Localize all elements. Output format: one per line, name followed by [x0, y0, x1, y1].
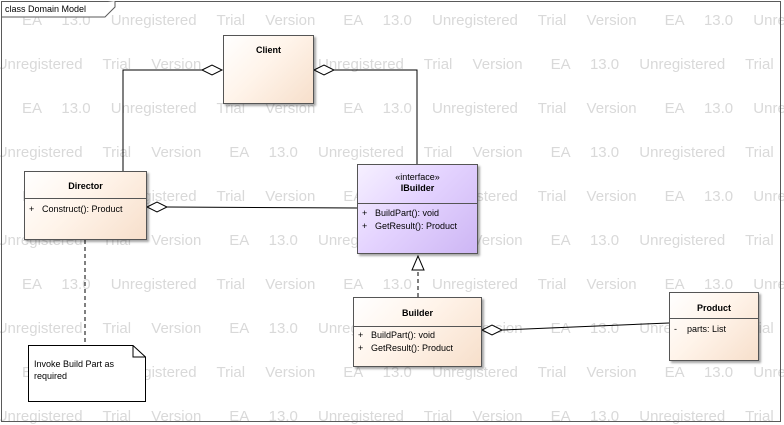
class-product[interactable]: Product -parts: List [669, 292, 759, 361]
visibility-marker: - [674, 324, 677, 334]
class-director-divider [25, 198, 146, 199]
class-director-name: Director [68, 181, 103, 191]
frame-tab-shape [1, 1, 116, 18]
aggregation-diamond-director [145, 201, 169, 213]
note-invoke-build-part[interactable]: Invoke Build Part as required [28, 345, 146, 402]
assoc-director-ibuilder[interactable] [166, 206, 359, 209]
class-director-operation: + Construct(): Product [29, 204, 123, 214]
assoc-builder-product[interactable] [501, 322, 670, 331]
class-director[interactable]: Director + Construct(): Product [24, 171, 147, 240]
visibility-marker: + [29, 204, 35, 214]
attribute-signature: parts: List [687, 324, 727, 334]
operation-signature: BuildPart(): void [375, 208, 440, 218]
aggregation-diamond-client-left [200, 64, 224, 76]
class-builder-name: Builder [401, 308, 433, 318]
visibility-marker: + [358, 330, 364, 340]
aggregation-diamond-client-right [312, 64, 336, 76]
note-shape [28, 345, 146, 402]
class-ibuilder-name: IBuilder [400, 183, 435, 193]
realization-arrowhead [411, 254, 425, 271]
class-builder[interactable]: Builder + BuildPart(): void + GetResult():… [353, 297, 482, 367]
operation-signature: BuildPart(): void [371, 330, 436, 340]
class-builder-divider [354, 326, 481, 327]
frame-label: class Domain Model [5, 4, 87, 14]
operation-signature: GetResult(): Product [371, 343, 454, 353]
aggregation-diamond-builder [480, 324, 504, 336]
operation-signature: Construct(): Product [42, 204, 123, 214]
class-ibuilder[interactable]: «interface» IBuilder +BuildPart(): void … [357, 164, 478, 254]
class-ibuilder-stereotype: «interface» [395, 172, 440, 182]
class-builder-operation: + GetResult(): Product [358, 343, 453, 353]
class-client-name: Client [255, 45, 281, 55]
class-ibuilder-divider [358, 203, 477, 204]
class-client[interactable]: Client [223, 35, 314, 104]
class-builder-operation: + BuildPart(): void [358, 330, 435, 340]
class-ibuilder-operation: + BuildPart(): void [362, 208, 439, 218]
operation-signature: GetResult(): Product [375, 221, 458, 231]
visibility-marker: + [362, 221, 368, 231]
class-product-name: Product [696, 303, 731, 313]
assoc-client-ibuilder[interactable] [334, 69, 418, 165]
class-product-divider [670, 318, 758, 319]
assoc-client-director[interactable] [122, 69, 202, 172]
class-ibuilder-operation: + GetResult(): Product [362, 221, 457, 231]
class-product-attribute: -parts: List [674, 324, 726, 334]
visibility-marker: + [358, 343, 364, 353]
note-text: Invoke Build Part as required [34, 359, 115, 381]
visibility-marker: + [362, 208, 368, 218]
